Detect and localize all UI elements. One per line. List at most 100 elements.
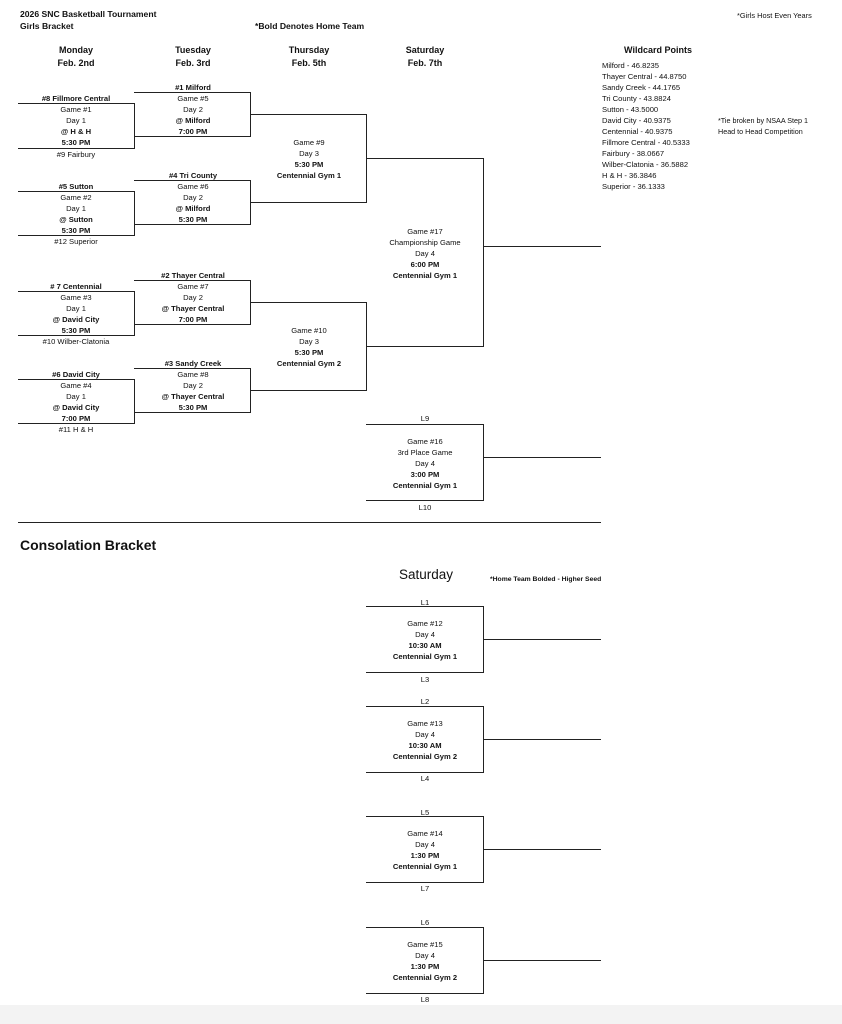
team-bottom: L10 bbox=[418, 503, 432, 512]
bracket-line bbox=[483, 960, 601, 961]
team-top: L2 bbox=[420, 697, 430, 706]
game-time: 7:00 PM bbox=[61, 414, 91, 423]
game-day: Day 4 bbox=[415, 730, 435, 739]
bracket-line bbox=[366, 346, 484, 347]
game-day: Day 4 bbox=[415, 840, 435, 849]
bracket-line bbox=[366, 158, 484, 159]
game-site: Centennial Gym 1 bbox=[276, 171, 342, 180]
bracket-subtitle: Girls Bracket bbox=[20, 21, 74, 31]
game-number: Game #13 bbox=[407, 719, 443, 728]
game-site: Centennial Gym 1 bbox=[392, 271, 458, 280]
team-bottom: #9 Fairbury bbox=[56, 150, 96, 159]
wildcard-item: Centennial - 40.9375 bbox=[602, 127, 673, 136]
bracket-line bbox=[483, 739, 601, 740]
game-time: 5:30 PM bbox=[61, 326, 91, 335]
team-top: #8 Fillmore Central bbox=[41, 94, 111, 103]
game-site: Centennial Gym 1 bbox=[392, 652, 458, 661]
bracket-line bbox=[18, 191, 134, 192]
game-site: Centennial Gym 2 bbox=[276, 359, 342, 368]
game-site: @ Milford bbox=[175, 204, 211, 213]
wildcard-item: H & H - 36.3846 bbox=[602, 171, 657, 180]
team-top: # 7 Centennial bbox=[50, 282, 102, 291]
bracket-line bbox=[134, 136, 251, 137]
game-time: 5:30 PM bbox=[61, 226, 91, 235]
team-bottom: #11 H & H bbox=[58, 425, 94, 434]
game-site: @ Sutton bbox=[59, 215, 93, 224]
bracket-line bbox=[134, 324, 251, 325]
bracket-line bbox=[18, 423, 134, 424]
section-divider bbox=[18, 522, 601, 523]
wildcard-item: Milford - 46.8235 bbox=[602, 61, 659, 70]
bracket-line bbox=[483, 424, 484, 501]
game-label: Championship Game bbox=[389, 238, 461, 247]
bracket-line bbox=[366, 816, 484, 817]
bracket-line bbox=[18, 103, 134, 104]
bracket-line bbox=[134, 180, 251, 181]
game-number: Game #7 bbox=[177, 282, 209, 291]
game-time: 5:30 PM bbox=[178, 403, 208, 412]
tournament-title: 2026 SNC Basketball Tournament bbox=[20, 9, 157, 19]
bracket-line bbox=[18, 379, 134, 380]
game-time: 5:30 PM bbox=[294, 348, 324, 357]
bracket-line bbox=[366, 424, 484, 425]
bracket-line bbox=[483, 639, 601, 640]
game-number: Game #4 bbox=[60, 381, 92, 390]
team-top: L5 bbox=[420, 808, 430, 817]
bracket-line bbox=[366, 993, 484, 994]
consolation-note: *Home Team Bolded - Higher Seed bbox=[490, 576, 602, 583]
team-bottom: L7 bbox=[420, 884, 430, 893]
wildcard-item: Tri County - 43.8824 bbox=[602, 94, 671, 103]
game-number: Game #6 bbox=[177, 182, 209, 191]
team-bottom: #12 Superior bbox=[54, 237, 98, 246]
game-number: Game #8 bbox=[177, 370, 209, 379]
game-day: Day 3 bbox=[299, 337, 319, 346]
col-tuesday-date: Feb. 3rd bbox=[175, 58, 211, 68]
bracket-line bbox=[134, 291, 135, 336]
bracket-line bbox=[134, 368, 251, 369]
wildcard-item: Sutton - 43.5000 bbox=[602, 105, 659, 114]
team-bottom: L8 bbox=[420, 995, 430, 1004]
col-monday-day: Monday bbox=[58, 45, 94, 55]
wildcard-item: Sandy Creek - 44.1765 bbox=[602, 83, 681, 92]
game-number: Game #12 bbox=[407, 619, 443, 628]
bracket-line bbox=[250, 114, 367, 115]
bracket-line bbox=[366, 927, 484, 928]
game-number: Game #10 bbox=[291, 326, 327, 335]
game-number: Game #3 bbox=[60, 293, 92, 302]
wildcard-item: Wilber-Clatonia - 36.5882 bbox=[602, 160, 689, 169]
wildcard-item: David City - 40.9375 bbox=[602, 116, 671, 125]
game-number: Game #5 bbox=[177, 94, 209, 103]
team-top: #4 Tri County bbox=[168, 171, 218, 180]
team-top: #3 Sandy Creek bbox=[164, 359, 222, 368]
bracket-line bbox=[366, 772, 484, 773]
host-note: *Girls Host Even Years bbox=[737, 11, 812, 20]
game-time: 10:30 AM bbox=[408, 741, 442, 750]
bracket-line bbox=[134, 280, 251, 281]
col-saturday-date: Feb. 7th bbox=[407, 58, 443, 68]
bracket-line bbox=[18, 335, 134, 336]
game-number: Game #1 bbox=[60, 105, 92, 114]
game-time: 1:30 PM bbox=[410, 851, 440, 860]
bracket-line bbox=[18, 291, 134, 292]
bracket-line bbox=[366, 606, 484, 607]
game-time: 7:00 PM bbox=[178, 127, 208, 136]
bracket-line bbox=[134, 92, 251, 93]
team-top: #1 Milford bbox=[175, 83, 211, 92]
game-site: Centennial Gym 2 bbox=[392, 973, 458, 982]
game-site: @ Thayer Central bbox=[161, 304, 225, 313]
bracket-line bbox=[366, 706, 484, 707]
team-top: L1 bbox=[420, 598, 430, 607]
game-time: 3:00 PM bbox=[410, 470, 440, 479]
tie-note-line1: *Tie broken by NSAA Step 1 bbox=[718, 116, 809, 125]
bracket-line bbox=[18, 148, 134, 149]
bracket-line bbox=[134, 103, 135, 149]
wildcard-item: Thayer Central - 44.8750 bbox=[602, 72, 687, 81]
game-time: 1:30 PM bbox=[410, 962, 440, 971]
team-bottom: L3 bbox=[420, 675, 430, 684]
bracket-line bbox=[483, 158, 484, 347]
game-time: 6:00 PM bbox=[410, 260, 440, 269]
bold-note: *Bold Denotes Home Team bbox=[255, 21, 365, 31]
bottom-shade bbox=[0, 1005, 842, 1024]
bracket-line bbox=[134, 379, 135, 424]
bracket-line bbox=[483, 849, 601, 850]
